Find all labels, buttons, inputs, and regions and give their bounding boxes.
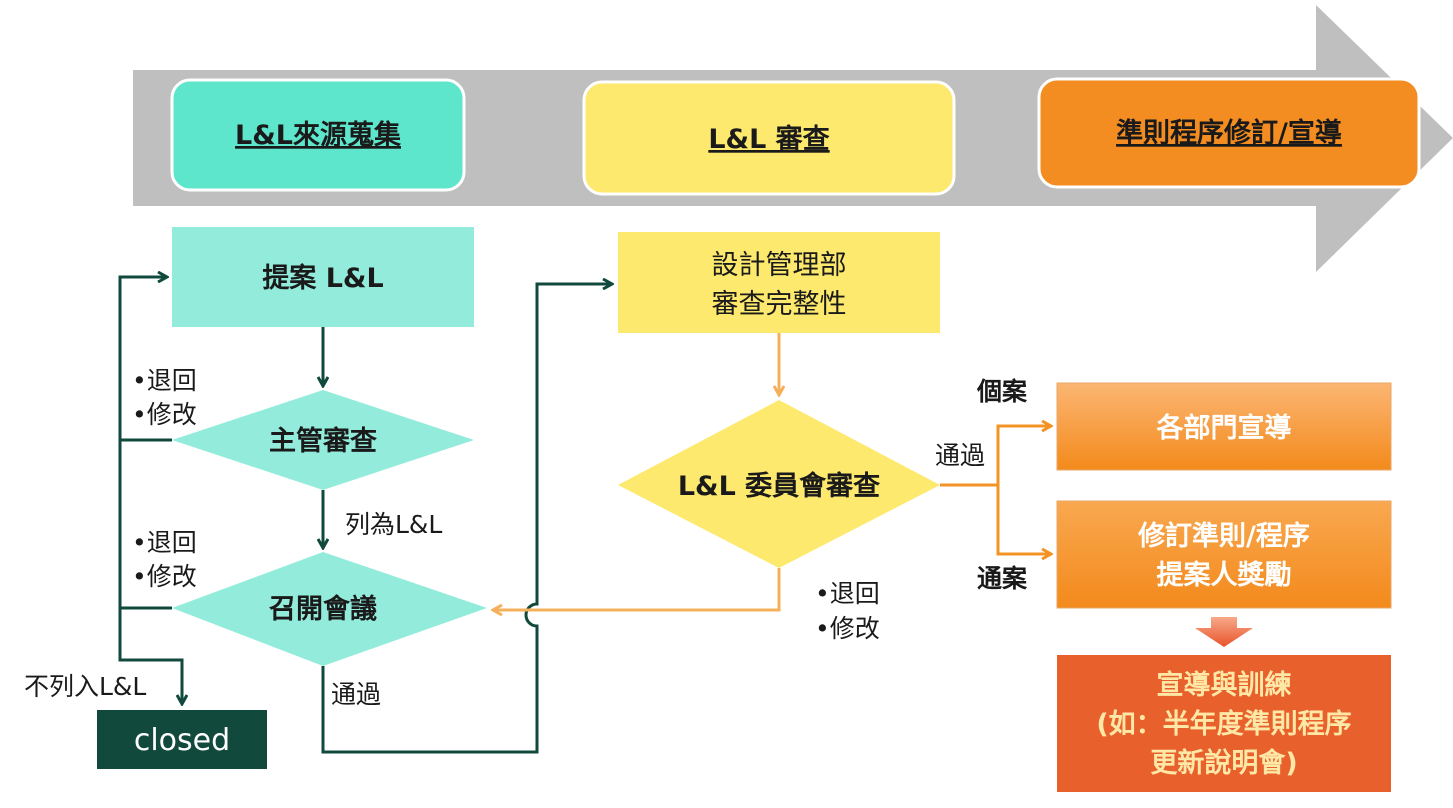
label-return1-b: •修改 bbox=[132, 400, 197, 429]
label-general-case: 通案 bbox=[977, 564, 1028, 593]
node-manager-review: 主管審查 bbox=[172, 390, 474, 490]
svg-text:修訂準則/程序: 修訂準則/程序 bbox=[1137, 520, 1310, 552]
stage-collect: L&L來源蒐集 bbox=[170, 78, 466, 192]
node-design-check: 設計管理部 審查完整性 bbox=[618, 232, 940, 333]
node-dept-promote: 各部門宣導 bbox=[1056, 382, 1392, 471]
label-listed: 列為L&L bbox=[345, 510, 442, 539]
svg-text:宣導與訓練: 宣導與訓練 bbox=[1157, 669, 1292, 701]
svg-text:各部門宣導: 各部門宣導 bbox=[1156, 412, 1292, 444]
connector-to-revise bbox=[996, 485, 1050, 554]
label-return3-b: •修改 bbox=[815, 614, 880, 643]
label-individual-case: 個案 bbox=[976, 377, 1028, 406]
svg-text:(如：半年度準則程序: (如：半年度準則程序 bbox=[1096, 708, 1351, 740]
label-passed-committee: 通過 bbox=[935, 441, 985, 470]
svg-text:提案人獎勵: 提案人獎勵 bbox=[1157, 559, 1292, 591]
svg-text:L&L 委員會審查: L&L 委員會審查 bbox=[678, 470, 880, 502]
connector-to-closed bbox=[118, 608, 182, 703]
svg-text:提案 L&L: 提案 L&L bbox=[262, 262, 383, 294]
node-meeting: 召開會議 bbox=[172, 552, 487, 666]
down-arrow-icon bbox=[1195, 617, 1253, 647]
node-committee-review: L&L 委員會審查 bbox=[618, 400, 940, 568]
connector-to-dept-promote bbox=[996, 426, 1050, 485]
connector-meeting-to-design bbox=[321, 284, 611, 754]
node-propose: 提案 L&L bbox=[172, 227, 474, 327]
stage-review: L&L 審查 bbox=[582, 80, 956, 196]
svg-text:審查完整性: 審查完整性 bbox=[712, 289, 847, 320]
label-not-listed: 不列入L&L bbox=[24, 672, 146, 701]
node-closed: closed bbox=[97, 710, 267, 769]
label-passed-meeting: 通過 bbox=[331, 680, 381, 709]
stage-revise: 準則程序修訂/宣導 bbox=[1037, 77, 1421, 189]
connector-committee-return bbox=[494, 568, 781, 610]
svg-text:主管審查: 主管審查 bbox=[269, 426, 377, 457]
node-revise-reward: 修訂準則/程序 提案人獎勵 bbox=[1056, 500, 1392, 609]
label-return2-b: •修改 bbox=[132, 562, 197, 591]
stage-review-label: L&L 審查 bbox=[708, 124, 829, 155]
label-return1-a: •退回 bbox=[132, 366, 197, 395]
svg-text:更新說明會): 更新說明會) bbox=[1150, 747, 1297, 779]
connector-return-loop bbox=[118, 277, 172, 442]
label-return3-a: •退回 bbox=[815, 579, 880, 608]
stage-collect-label: L&L來源蒐集 bbox=[235, 119, 402, 151]
svg-text:closed: closed bbox=[134, 723, 230, 758]
stage-revise-label: 準則程序修訂/宣導 bbox=[1116, 117, 1342, 149]
svg-text:設計管理部: 設計管理部 bbox=[712, 250, 847, 281]
node-training: 宣導與訓練 (如：半年度準則程序 更新說明會) bbox=[1057, 655, 1391, 792]
label-return2-a: •退回 bbox=[132, 528, 197, 557]
svg-text:召開會議: 召開會議 bbox=[269, 593, 377, 625]
